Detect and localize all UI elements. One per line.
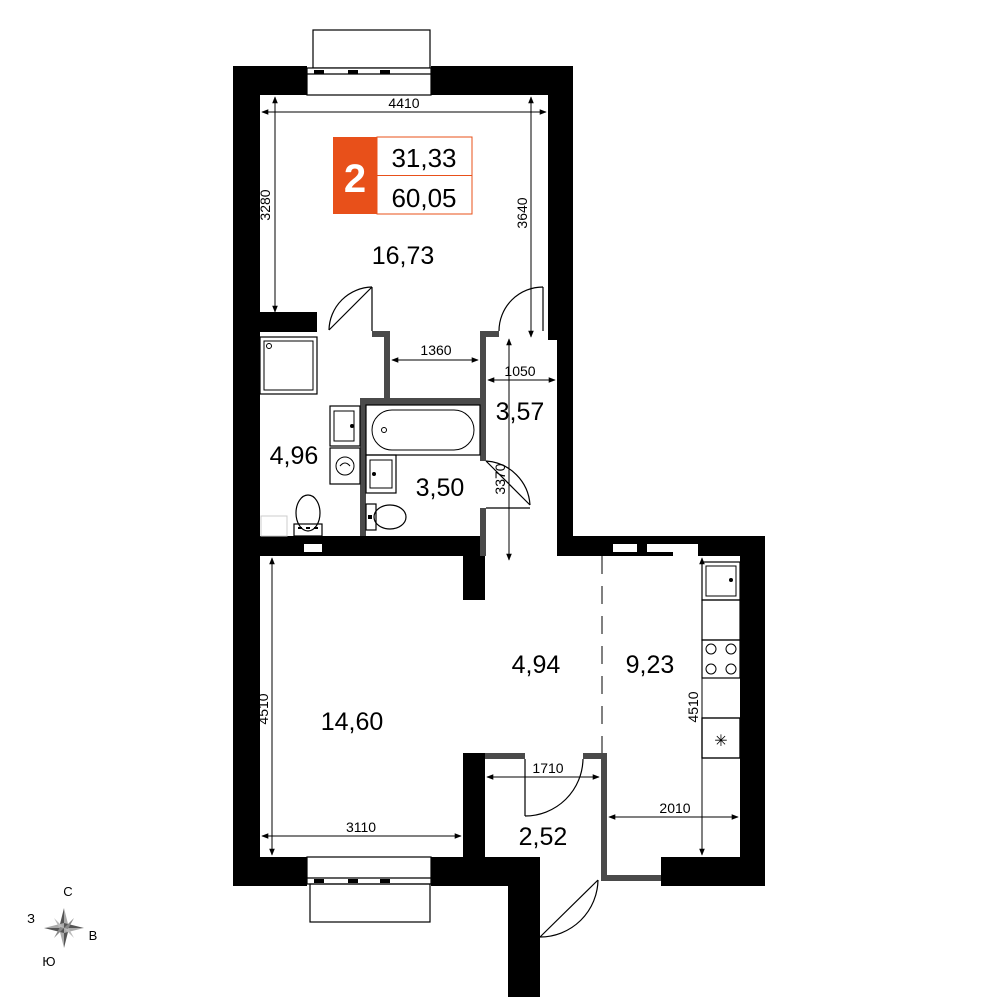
exterior-walls <box>233 66 765 997</box>
dim-entrance-width: 1710 <box>532 760 563 776</box>
dim-kitchen-height: 4510 <box>685 691 701 722</box>
window-bottom <box>306 856 432 923</box>
dim-top-left-height: 3280 <box>257 189 273 220</box>
dim-kitchen-width: 2010 <box>659 800 690 816</box>
area-room-top: 16,73 <box>372 242 435 270</box>
room-areas: 16,73 4,96 3,50 3,57 14,60 4,94 9,23 2,5… <box>270 242 675 851</box>
area-entrance: 2,52 <box>519 823 568 851</box>
badge-total-area: 60,05 <box>391 183 456 213</box>
dimension-lines <box>261 96 739 856</box>
dim-bath-width: 1360 <box>420 342 451 358</box>
dim-corridor-height: 3370 <box>492 463 508 494</box>
badge-rooms-background <box>333 137 377 214</box>
compass-south: Ю <box>42 954 55 969</box>
compass-west: З <box>27 911 35 926</box>
washing-machine <box>329 447 361 485</box>
dimension-labels: 4410 3280 3640 1360 1050 3370 4510 3110 … <box>255 95 701 835</box>
area-kitchen: 9,23 <box>626 651 675 679</box>
svg-text:✳: ✳ <box>714 731 727 750</box>
compass: С В Ю З <box>27 884 97 969</box>
dim-top-right-height: 3640 <box>514 197 530 228</box>
washbasin-bath <box>329 405 361 447</box>
badge-living-area: 31,33 <box>391 143 456 173</box>
interior-walls <box>260 312 661 881</box>
bathtub <box>365 404 481 456</box>
apartment-badge: 2 31,33 60,05 <box>333 136 473 215</box>
area-room-bottom: 14,60 <box>321 708 384 736</box>
area-toilet: 3,50 <box>416 474 465 502</box>
area-hall: 4,94 <box>512 651 561 679</box>
area-bathroom: 4,96 <box>270 442 319 470</box>
doors <box>328 286 599 938</box>
dim-bottom-width: 3110 <box>346 819 376 835</box>
washbasin-toilet <box>365 454 397 494</box>
dim-bottom-left-height: 4510 <box>255 693 271 724</box>
compass-north: С <box>63 884 72 899</box>
towel-rail <box>260 515 288 537</box>
toilet-bath <box>293 494 323 537</box>
kitchen-sink <box>701 561 741 601</box>
dim-corridor-width: 1050 <box>504 363 535 379</box>
area-corridor: 3,57 <box>496 398 545 426</box>
shower-cabin <box>259 336 318 395</box>
toilet-wc <box>365 503 407 531</box>
dim-top-width: 4410 <box>388 95 419 111</box>
window-top <box>306 29 432 96</box>
badge-rooms: 2 <box>344 157 366 201</box>
stove <box>701 639 741 679</box>
fridge: ✳ <box>701 717 741 759</box>
compass-east: В <box>89 928 98 943</box>
